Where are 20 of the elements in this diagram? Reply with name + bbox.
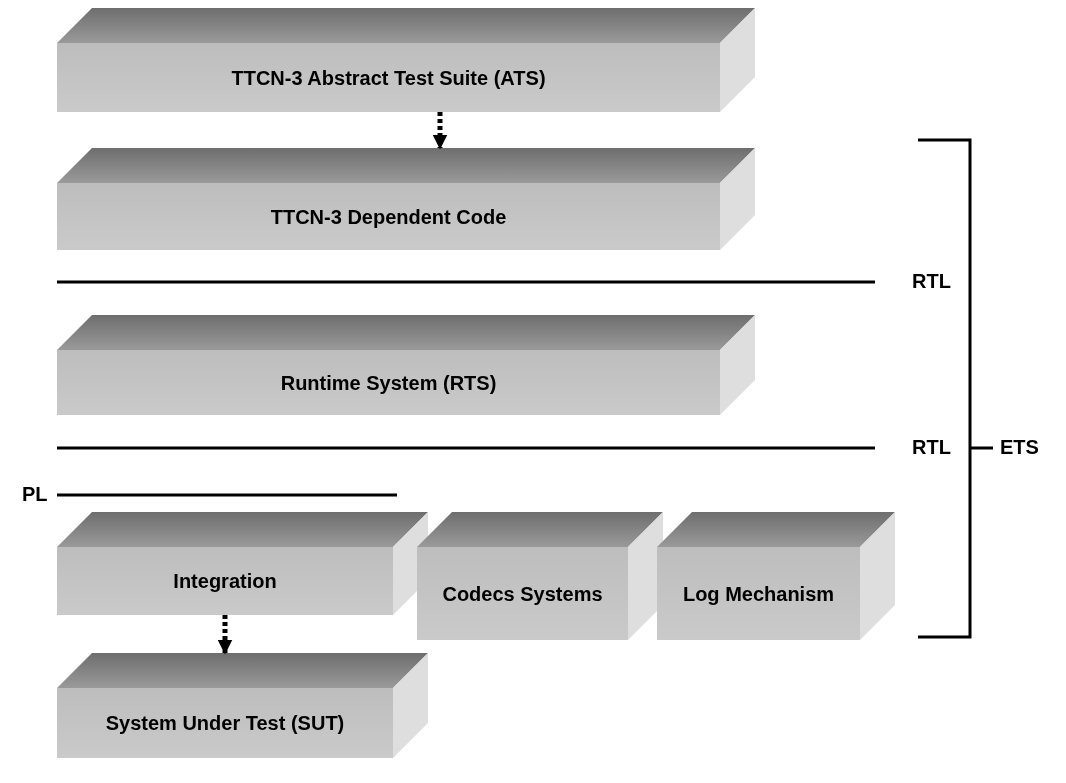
block-label: Codecs Systems [441, 581, 604, 607]
block-label: Integration [172, 569, 278, 594]
block-box [57, 653, 428, 758]
arrow [432, 112, 448, 150]
block-label: TTCN-3 Dependent Code [269, 204, 508, 230]
block-box [57, 148, 755, 250]
block-box [57, 8, 755, 112]
layer-label: RTL [912, 270, 951, 293]
block-box [657, 512, 895, 640]
arrow [217, 615, 233, 655]
block-label: Runtime System (RTS) [279, 370, 498, 396]
block-label: System Under Test (SUT) [104, 711, 346, 736]
block-box [417, 512, 663, 640]
layer-label: RTL [912, 436, 951, 459]
block-label: Log Mechanism [681, 581, 836, 607]
block-box [57, 512, 428, 615]
layer-label: ETS [1000, 436, 1039, 459]
block-label: TTCN-3 Abstract Test Suite (ATS) [230, 65, 547, 91]
layer-label: PL [22, 483, 48, 506]
block-box [57, 315, 755, 415]
